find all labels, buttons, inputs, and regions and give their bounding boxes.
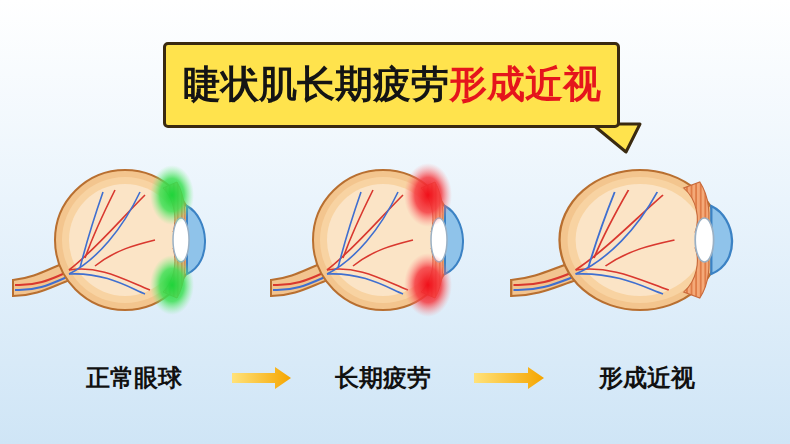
- eye-stage: 正常眼球: [40, 165, 228, 400]
- flow-arrow: [474, 367, 544, 389]
- stage-caption: 形成近视: [599, 362, 695, 400]
- stage-caption: 长期疲劳: [335, 362, 431, 400]
- eye-stage: 长期疲劳: [295, 165, 470, 400]
- flow-arrow: [232, 367, 291, 389]
- eye-stage: 形成近视: [548, 165, 745, 400]
- title-banner: 睫状肌长期疲劳形成近视: [163, 42, 620, 128]
- title: 睫状肌长期疲劳形成近视: [183, 64, 601, 106]
- stage-caption: 正常眼球: [86, 362, 182, 400]
